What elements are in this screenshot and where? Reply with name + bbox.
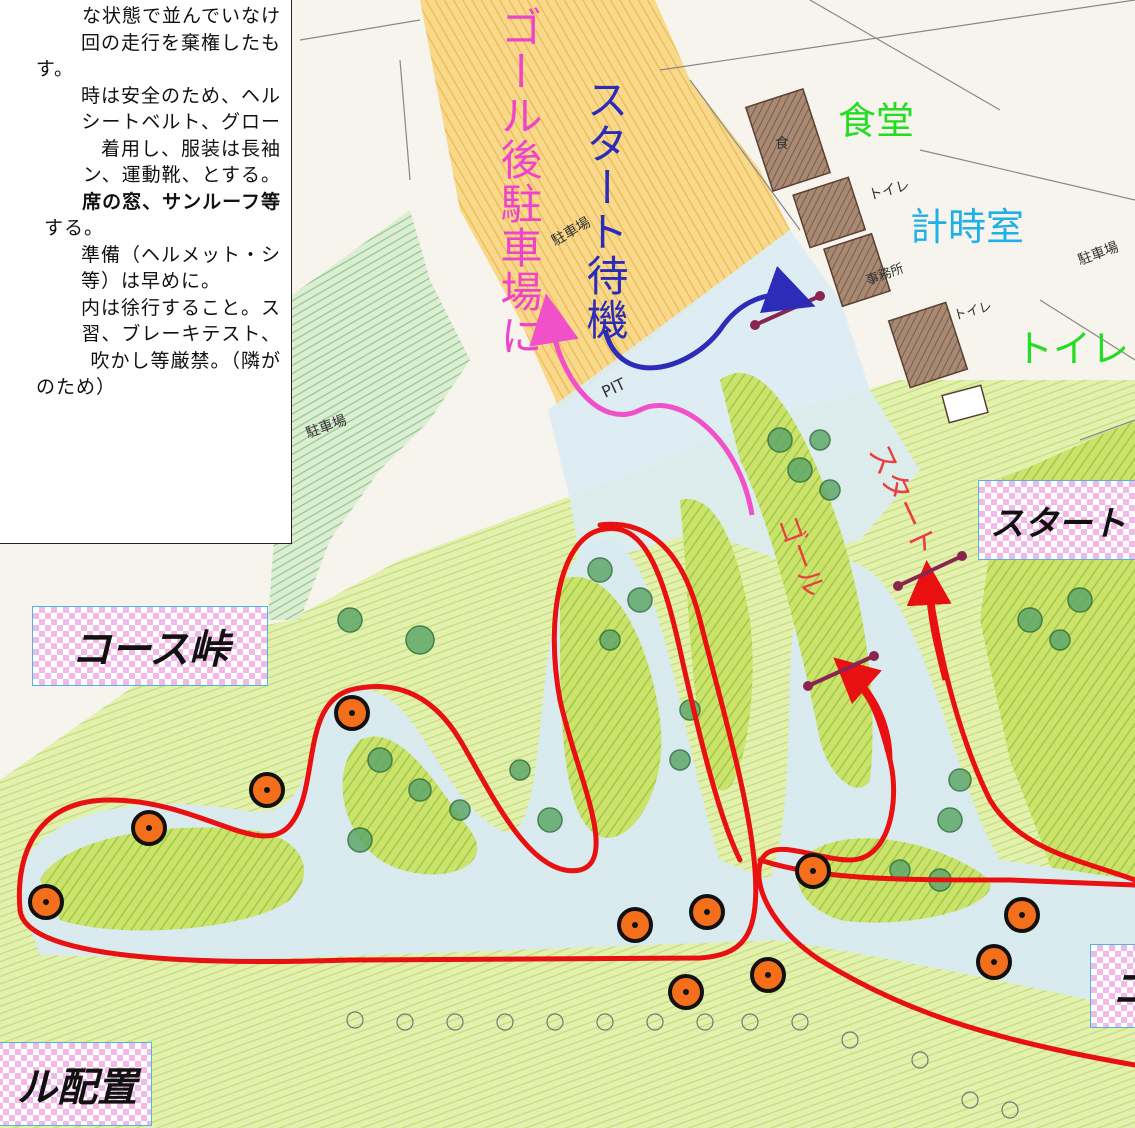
course-route-line	[16, 521, 1135, 1068]
label-start-box: スタート	[978, 480, 1135, 560]
buildings	[744, 87, 989, 424]
cone-7	[668, 974, 704, 1010]
cone-10	[1004, 897, 1040, 933]
rules-line: な状態で並んでいなけ	[81, 5, 281, 27]
rules-line-bold: 席の窓、サンルーフ等	[82, 190, 281, 213]
rules-line: ン、運動靴、とする。	[82, 164, 281, 186]
cone-1	[334, 695, 370, 731]
label-right-edge-box: コ	[1090, 944, 1135, 1028]
rules-line: 内は徐行すること。ス	[80, 296, 281, 319]
cone-11	[976, 944, 1012, 980]
label-goal-parking: ゴール後駐車場に	[494, 6, 543, 358]
rules-text-box: な状態で並んでいなけ 回の走行を棄権したも す。 時は安全のため、ヘル シートベ…	[0, 0, 292, 544]
gate-goal	[807, 654, 875, 688]
rules-line: シートベルト、グロー	[81, 111, 281, 133]
cone-5	[617, 907, 653, 943]
gate-posts	[750, 291, 967, 691]
gate-start	[897, 554, 963, 588]
course-arrow-goal	[833, 657, 893, 761]
label-toilet: トイレ	[1015, 327, 1130, 371]
rules-line: 吹かし等厳禁。（隣が	[90, 349, 281, 372]
rules-line: のため）	[35, 376, 116, 398]
building-cafeteria	[744, 87, 832, 193]
label-start-wait: スタート待機	[580, 78, 629, 342]
building-office	[823, 232, 891, 308]
rules-line: 時は安全のため、ヘル	[80, 84, 281, 107]
rules-line: する。	[43, 217, 104, 239]
infield-5	[680, 499, 753, 791]
pencil-lines	[299, 0, 1135, 441]
cone-2	[249, 772, 285, 808]
rules-line: 回の走行を棄権したも	[80, 31, 281, 54]
goal-parking-area	[420, 0, 790, 410]
goal-to-parking-arrow	[529, 293, 755, 516]
rules-line: 習、ブレーキテスト、	[81, 323, 281, 345]
label-cafeteria: 食堂	[838, 99, 915, 143]
cone-4	[28, 884, 64, 920]
trees	[337, 427, 1093, 892]
cone-9	[795, 853, 831, 889]
rules-line: 等）は早めに。	[80, 270, 221, 292]
hand-label-shokudo: 食	[775, 135, 789, 152]
building-small	[941, 384, 989, 424]
shrub-row	[346, 1011, 1019, 1119]
building-toilet	[887, 301, 969, 389]
rules-line: す。	[35, 58, 74, 80]
parking-area-left	[268, 210, 470, 620]
cones	[28, 695, 1040, 1010]
rules-line: 準備（ヘルメット・シ	[80, 243, 281, 266]
cone-3	[131, 810, 167, 846]
label-timing-room: 計時室	[910, 205, 1025, 249]
start-wait-arrow	[602, 265, 816, 371]
cone-8	[750, 957, 786, 993]
cone-6	[689, 894, 725, 930]
infield-4	[40, 827, 305, 931]
label-cone-layout: ル配置	[0, 1042, 152, 1126]
label-course-pass: コース峠	[32, 606, 268, 686]
course-arrow-start	[906, 560, 952, 681]
building-timing	[792, 176, 867, 249]
infield-2	[560, 576, 662, 838]
rules-line: 着用し、服装は長袖	[100, 137, 281, 160]
